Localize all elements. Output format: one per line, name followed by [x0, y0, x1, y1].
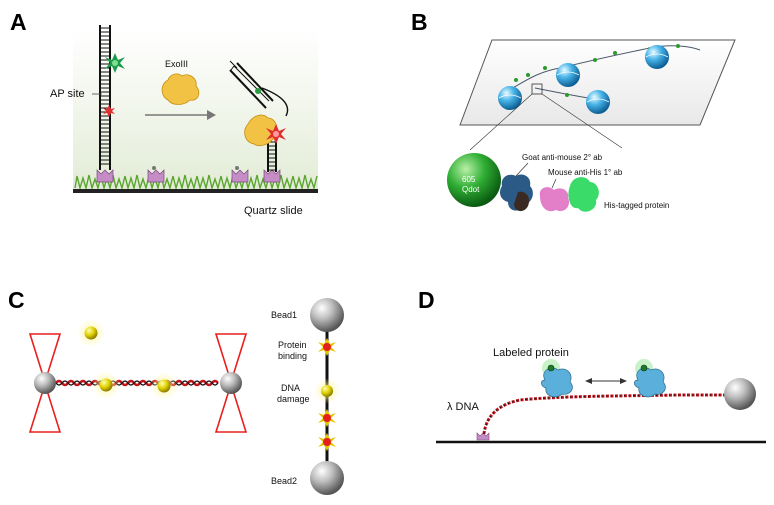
lambda-dna-label: λ DNA [447, 401, 479, 413]
surface-anchor-4 [263, 169, 281, 183]
qdot-605-name: Qdot [462, 185, 480, 194]
d-surface-anchor [476, 432, 490, 441]
green-dot-right [255, 88, 261, 94]
quartz-slide-label: Quartz slide [244, 205, 303, 217]
panel-letter-c: C [8, 287, 25, 313]
d-bead [724, 378, 756, 410]
secondary-ab-label: Goat anti-mouse 2° ab [522, 153, 603, 162]
protein-binding-line1: Protein [278, 340, 307, 350]
panel-letter-d: D [418, 287, 435, 313]
diffusion-arrow-left-head [585, 378, 592, 384]
labeled-protein-label: Labeled protein [493, 347, 569, 359]
his-tag-label: His-tagged protein [604, 201, 669, 210]
protein-binding-line2: binding [278, 351, 307, 361]
qdot-sphere-1 [498, 86, 522, 110]
dna-damage-line1: DNA [281, 383, 300, 393]
bound-protein-1 [99, 378, 113, 392]
trap-bead-right [220, 372, 242, 394]
trapped-dna [55, 379, 219, 387]
binding-burst-3 [318, 433, 336, 451]
small-protein-dots [514, 44, 680, 97]
dna-damage-line2: damage [277, 394, 310, 404]
panel-b: 605 Qdot Goat anti-mouse 2° ab Mouse ant… [447, 39, 736, 212]
exoiii-label: ExoIII [165, 59, 188, 69]
bead2 [310, 461, 344, 495]
primary-ab-label: Mouse anti-His 1° ab [548, 168, 623, 177]
quartz-slide-surface [73, 189, 318, 193]
trapped-dna-backbone [55, 380, 219, 386]
panel-a: AP site ExoIII [50, 25, 318, 217]
dna-ladder-left [99, 25, 111, 170]
dna-damage-site [321, 385, 333, 397]
protein2-label-dot [640, 364, 648, 372]
qdot-sphere-4 [586, 90, 610, 114]
labeled-protein-2 [634, 367, 666, 398]
zoom-line-left [469, 93, 533, 151]
lambda-dna-backbone [483, 394, 728, 435]
zoom-line-right [541, 93, 623, 149]
ap-site-label: AP site [50, 88, 85, 100]
bead1 [310, 298, 344, 332]
panel-d: λ DNA Labeled protein [436, 347, 766, 444]
panel-letter-a: A [10, 9, 27, 35]
optical-trap-left [28, 333, 62, 433]
lambda-dna [482, 393, 728, 435]
secondary-ab-pointer [515, 162, 529, 177]
red-quencher-burst [103, 105, 115, 117]
binding-burst-2 [318, 409, 336, 427]
diffusion-arrow-right-head [620, 378, 627, 384]
qdot-sphere-2 [556, 63, 580, 87]
trap-bead-left [34, 372, 56, 394]
qdot-605-number: 605 [462, 175, 476, 184]
reaction-arrowhead [207, 110, 216, 120]
his-tagged-protein [568, 177, 599, 212]
qdot-605 [447, 153, 501, 207]
surface-grass [74, 174, 318, 191]
red-burst-released [266, 124, 286, 144]
labeled-protein-1 [541, 367, 573, 398]
bead1-label: Bead1 [271, 310, 297, 320]
secondary-antibody-dark [514, 191, 530, 212]
primary-antibody [539, 187, 570, 212]
exoiii-enzyme-blob [161, 73, 200, 105]
panel-c: Bead1 Bead2 Protein binding DNA damage [28, 298, 344, 495]
bead2-label: Bead2 [271, 476, 297, 486]
optical-trap-right [214, 333, 248, 433]
surface-anchor-3 [231, 166, 249, 183]
panel-letter-b: B [411, 9, 428, 35]
qdot-sphere-3 [645, 45, 669, 69]
protein-binding-burst [318, 338, 336, 356]
free-protein [84, 326, 98, 340]
surface-anchor-1 [96, 169, 114, 183]
surface-anchor-2 [147, 166, 165, 183]
protein1-label-dot [547, 364, 555, 372]
primary-ab-pointer [551, 178, 557, 189]
green-fluorophore-burst [105, 53, 125, 73]
zoom-box [531, 83, 543, 95]
bound-protein-2 [157, 379, 171, 393]
